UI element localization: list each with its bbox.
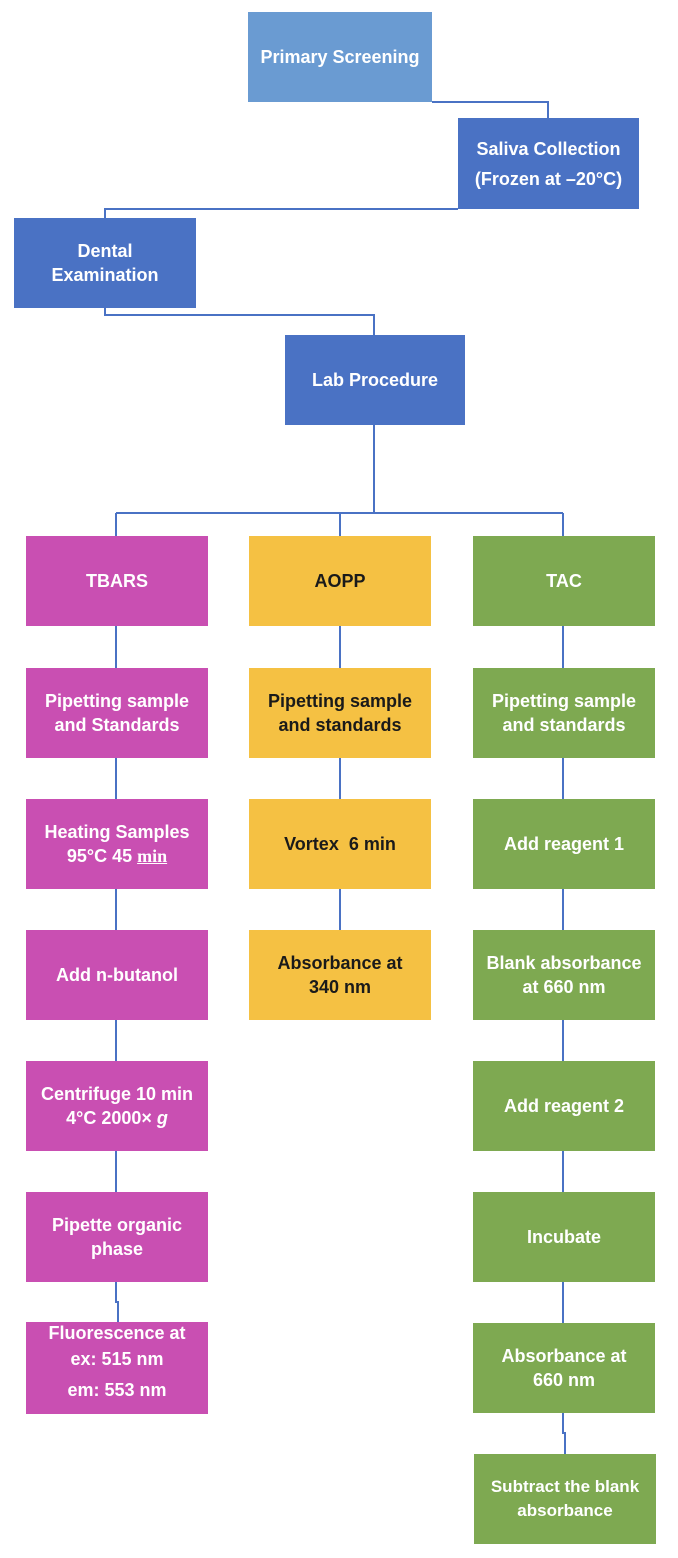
primary-screening-box: Primary Screening — [248, 12, 432, 102]
tbars-step2-box: Heating Samples 95°C 45 min — [26, 799, 208, 889]
aopp-step3-line2: 340 nm — [308, 977, 372, 997]
tbars-step1-box: Pipetting sample and Standards — [26, 668, 208, 758]
tac-step3-box: Blank absorbance at 660 nm — [473, 930, 655, 1020]
aopp-title: AOPP — [314, 571, 366, 591]
tac-step6-line2: 660 nm — [532, 1370, 596, 1390]
tac-step3-line1: Blank absorbance — [486, 953, 642, 973]
tac-title-box: TAC — [473, 536, 655, 626]
aopp-step3-line1: Absorbance at — [277, 953, 403, 973]
aopp-title-box: AOPP — [249, 536, 431, 626]
tac-step5-box: Incubate — [473, 1192, 655, 1282]
aopp-step1-line1: Pipetting sample — [267, 691, 413, 711]
tac-step4-label: Add reagent 2 — [503, 1096, 625, 1116]
tbars-step1-line1: Pipetting sample — [44, 691, 190, 711]
tbars-step6-box: Fluorescence at ex: 515 nm em: 553 nm — [26, 1322, 208, 1414]
tac-step7-line2: absorbance — [517, 1501, 613, 1520]
tbars-step4-line2: 4°C 2000× g — [66, 1106, 168, 1130]
connector-tbars-6 — [115, 1282, 119, 1322]
tac-step2-box: Add reagent 1 — [473, 799, 655, 889]
tac-step6-box: Absorbance at 660 nm — [473, 1323, 655, 1413]
tbars-title: TBARS — [86, 571, 148, 591]
dental-examination-line1: Dental — [77, 241, 133, 261]
tbars-step6-line1: Fluorescence at — [48, 1323, 186, 1343]
tac-step7-box: Subtract the blank absorbance — [474, 1454, 656, 1544]
connector-saliva-to-dental — [104, 208, 458, 218]
tac-step4-box: Add reagent 2 — [473, 1061, 655, 1151]
tac-title: TAC — [546, 571, 582, 591]
lab-procedure-box: Lab Procedure — [285, 335, 465, 425]
tac-step1-line1: Pipetting sample — [491, 691, 637, 711]
tbars-step4-line1: Centrifuge 10 min — [40, 1084, 194, 1104]
tbars-step6-line2: ex: 515 nm — [70, 1349, 164, 1369]
tbars-step4-temp-speed: 4°C 2000× — [66, 1108, 157, 1128]
aopp-step2-box: Vortex 6 min — [249, 799, 431, 889]
tbars-step2-line2: 95°C 45 min — [67, 844, 167, 868]
tac-step6-line1: Absorbance at — [501, 1346, 627, 1366]
connector-dental-to-lab — [104, 308, 375, 335]
tac-step2-label: Add reagent 1 — [503, 834, 625, 854]
dental-examination-line2: Examination — [51, 265, 159, 285]
tbars-step2-unit: min — [137, 846, 168, 866]
connector-primary-to-saliva — [432, 101, 549, 118]
dental-examination-box: Dental Examination — [14, 218, 196, 308]
tbars-step4-box: Centrifuge 10 min 4°C 2000× g — [26, 1061, 208, 1151]
connector-tac-7 — [562, 1413, 566, 1454]
aopp-step1-box: Pipetting sample and standards — [249, 668, 431, 758]
lab-procedure-label: Lab Procedure — [311, 370, 439, 390]
tac-step3-line2: at 660 nm — [522, 977, 606, 997]
tbars-step3-label: Add n-butanol — [56, 965, 178, 985]
tbars-step2-temp-time: 95°C 45 — [66, 846, 138, 866]
tbars-step4-g: g — [156, 1108, 168, 1128]
tbars-step3-box: Add n-butanol — [26, 930, 208, 1020]
tac-step7-line1: Subtract the blank — [490, 1477, 640, 1496]
aopp-step2-label: Vortex 6 min — [284, 834, 396, 854]
aopp-step3-box: Absorbance at 340 nm — [249, 930, 431, 1020]
saliva-collection-line1: Saliva Collection — [476, 138, 621, 159]
tbars-step5-line1: Pipette organic — [51, 1215, 183, 1235]
aopp-step1-line2: and standards — [278, 715, 402, 735]
primary-screening-label: Primary Screening — [260, 47, 420, 67]
tac-step1-line2: and standards — [502, 715, 626, 735]
tbars-step1-line2: and Standards — [54, 715, 180, 735]
tbars-title-box: TBARS — [26, 536, 208, 626]
tac-step1-box: Pipetting sample and standards — [473, 668, 655, 758]
tbars-step5-box: Pipette organic phase — [26, 1192, 208, 1282]
tbars-step5-line2: phase — [90, 1239, 144, 1259]
tbars-step6-line3: em: 553 nm — [67, 1380, 167, 1400]
saliva-collection-box: Saliva Collection (Frozen at –20°C) — [458, 118, 639, 209]
tbars-step2-line1: Heating Samples — [44, 822, 190, 842]
tac-step5-label: Incubate — [526, 1227, 601, 1247]
saliva-collection-line2: (Frozen at –20°C) — [474, 168, 623, 189]
